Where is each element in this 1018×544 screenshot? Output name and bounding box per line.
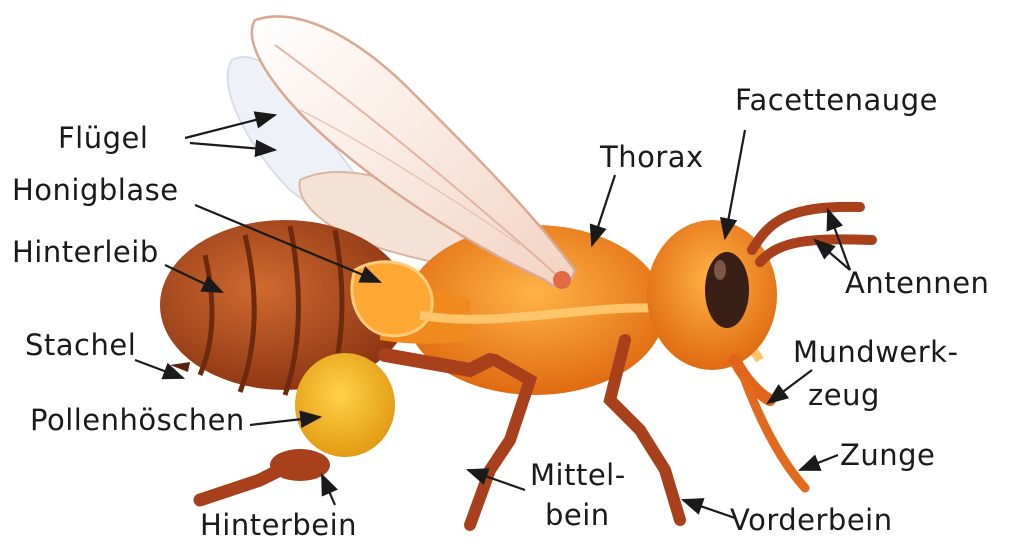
label-mittelbein-1: Mittel-: [530, 458, 626, 492]
label-hinterbein: Hinterbein: [200, 508, 357, 542]
label-stachel: Stachel: [25, 328, 136, 362]
label-honigblase: Honigblase: [12, 173, 179, 207]
antenna-lower: [760, 239, 872, 262]
label-thorax: Thorax: [599, 140, 704, 174]
tongue: [745, 380, 805, 488]
sting: [170, 362, 190, 372]
label-hinterleib: Hinterleib: [12, 235, 159, 269]
pollen-basket: [295, 353, 395, 457]
label-facettenauge: Facettenauge: [735, 83, 938, 117]
honey-stomach: [352, 262, 432, 336]
label-fluegel: Flügel: [58, 121, 148, 155]
compound-eye: [705, 252, 749, 328]
label-mundwerkzeug-1: Mundwerk-: [793, 335, 958, 369]
label-zunge: Zunge: [840, 438, 935, 472]
label-mundwerkzeug-2: zeug: [808, 378, 880, 412]
label-mittelbein-2: bein: [545, 498, 610, 532]
label-antennen: Antennen: [845, 266, 989, 300]
label-pollenhoeschen: Pollenhöschen: [30, 403, 245, 437]
fore-leg: [610, 340, 680, 520]
label-vorderbein: Vorderbein: [730, 503, 893, 537]
